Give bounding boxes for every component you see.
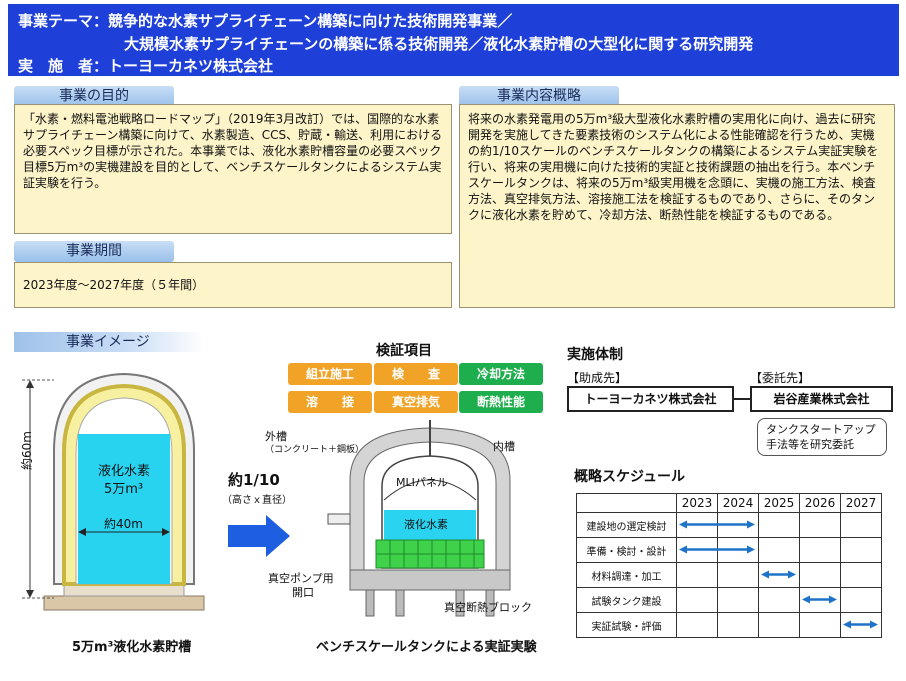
implementer-line: 実 施 者：トーヨーカネツ株式会社 xyxy=(18,57,274,75)
task-name: 試験タンク建設 xyxy=(576,587,677,613)
verification-title: 検証項目 xyxy=(376,343,432,359)
outer-tank-note: （コンクリート＋鋼板） xyxy=(265,445,365,455)
schedule-corner xyxy=(576,493,677,513)
outer-tank-label: 外槽 xyxy=(265,430,287,443)
overview-text: 将来の水素発電用の5万m³級大型液化水素貯槽の実用化に向け、過去に研究開発を実施… xyxy=(468,112,879,222)
tank-volume-label: 5万m³ xyxy=(104,482,144,497)
vacuum-port-label-2: 開口 xyxy=(292,586,314,599)
period-text: 2023年度～2027年度（５年間） xyxy=(23,278,205,292)
theme-line-2: 大規模水素サプライチェーンの構築に係る技術開発／液化水素貯槽の大型化に関する研究… xyxy=(124,35,754,53)
verify-item-cooling: 冷却方法 xyxy=(459,363,543,385)
period-box: 2023年度～2027年度（５年間） xyxy=(14,262,452,308)
scale-note: （高さｘ直径） xyxy=(222,495,292,506)
task-name: 建設地の選定検討 xyxy=(576,512,677,538)
inner-tank-label: 内槽 xyxy=(493,440,515,453)
tank-width-label: 約40m xyxy=(104,517,143,531)
year-header: 2025 xyxy=(758,493,800,513)
bench-tank-caption: ベンチスケールタンクによる実証実験 xyxy=(316,640,537,655)
task-name: 準備・検討・設計 xyxy=(576,537,677,563)
consign-note-box: タンクスタートアップ 手法等を研究委託 xyxy=(757,418,887,456)
schedule-row: 実証試験・評価 xyxy=(576,612,882,638)
year-header: 2023 xyxy=(676,493,718,513)
verify-item-assembly: 組立施工 xyxy=(288,363,372,385)
task-name: 材料調達・加工 xyxy=(576,562,677,588)
implementation-title: 実施体制 xyxy=(567,347,623,363)
tank-content-label: 液化水素 xyxy=(98,464,151,479)
theme-line-1: 事業テーマ：競争的な水素サプライチェーン構築に向けた技術開発事業／ xyxy=(18,12,513,30)
scale-arrow-icon xyxy=(228,515,290,557)
year-header: 2027 xyxy=(840,493,882,513)
purpose-text: 「水素・燃料電池戦略ロードマップ」（2019年3月改訂）では、国際的な水素サプラ… xyxy=(23,112,443,190)
schedule-title: 概略スケジュール xyxy=(574,469,686,485)
verify-item-welding: 溶 接 xyxy=(288,391,372,413)
grant-label: 【助成先】 xyxy=(567,371,628,385)
header-banner: 事業テーマ：競争的な水素サプライチェーン構築に向けた技術開発事業／ 大規模水素サ… xyxy=(8,4,899,76)
consign-note-line-1: タンクスタートアップ xyxy=(766,423,876,436)
schedule-row: 建設地の選定検討 xyxy=(576,512,882,538)
bench-tank-diagram xyxy=(327,420,511,617)
scale-ratio: 約1/10 xyxy=(228,471,280,489)
insulation-block-label: 真空断熱ブロック xyxy=(444,601,532,614)
consignee-box: 岩谷産業株式会社 xyxy=(750,386,893,412)
verify-item-insulation: 断熱性能 xyxy=(459,391,543,413)
mli-panel-label: MLIパネル xyxy=(396,476,448,489)
purpose-title: 事業の目的 xyxy=(14,86,174,107)
year-header: 2026 xyxy=(799,493,841,513)
period-title: 事業期間 xyxy=(14,241,174,262)
overview-title: 事業内容概略 xyxy=(459,86,619,107)
purpose-box: 「水素・燃料電池戦略ロードマップ」（2019年3月改訂）では、国際的な水素サプラ… xyxy=(14,104,452,234)
consign-label: 【委託先】 xyxy=(750,371,811,385)
verify-item-inspection: 検 査 xyxy=(374,363,458,385)
schedule-table: 2023 2024 2025 2026 2027 建設地の選定検討 準備・検討・… xyxy=(576,493,882,638)
schedule-row: 材料調達・加工 xyxy=(576,562,882,588)
schedule-row: 準備・検討・設計 xyxy=(576,537,882,563)
verify-item-vacuum: 真空排気 xyxy=(374,391,458,413)
org-connector xyxy=(734,398,750,400)
task-name: 実証試験・評価 xyxy=(576,612,677,638)
bench-content-label: 液化水素 xyxy=(404,518,448,531)
schedule-header-row: 2023 2024 2025 2026 2027 xyxy=(576,493,882,513)
tank-height-label: 約60m xyxy=(20,431,34,470)
large-tank-caption: 5万m³液化水素貯槽 xyxy=(72,640,192,655)
large-tank-diagram xyxy=(22,372,205,611)
consign-note-line-2: 手法等を研究委託 xyxy=(766,438,854,451)
year-header: 2024 xyxy=(717,493,759,513)
grantee-box: トーヨーカネツ株式会社 xyxy=(567,386,734,412)
image-section-title: 事業イメージ xyxy=(14,332,204,352)
schedule-row: 試験タンク建設 xyxy=(576,587,882,613)
overview-box: 将来の水素発電用の5万m³級大型液化水素貯槽の実用化に向け、過去に研究開発を実施… xyxy=(459,104,895,308)
vacuum-port-label: 真空ポンプ用 xyxy=(268,572,334,585)
